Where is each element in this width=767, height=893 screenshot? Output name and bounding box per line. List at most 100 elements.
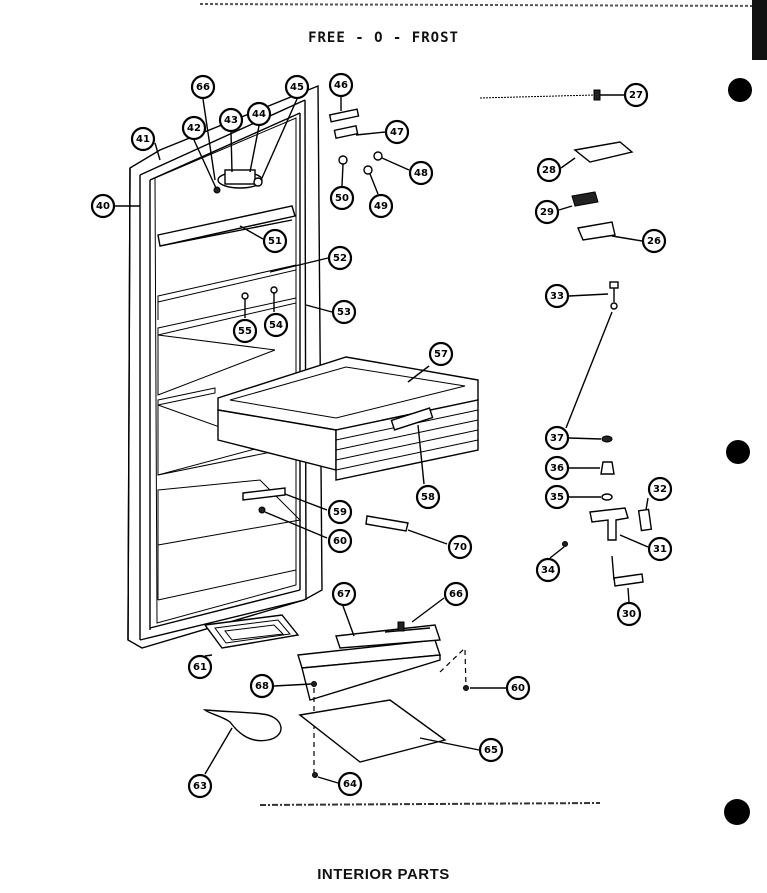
callout-label: 31 — [653, 544, 667, 555]
callout-circle — [544, 425, 570, 451]
callout-label: 53 — [337, 307, 351, 318]
callout-label: 37 — [550, 433, 564, 444]
callout-label: 40 — [96, 201, 110, 212]
callout-27: 27 — [623, 82, 649, 108]
callout-67: 67 — [331, 581, 357, 607]
callout-label: 61 — [193, 662, 207, 673]
registration-dot-3 — [724, 799, 750, 825]
callout-circle — [249, 673, 275, 699]
callout-65: 65 — [478, 737, 504, 763]
scan-noise-top — [199, 3, 767, 7]
callout-circle — [408, 160, 434, 186]
callout-label: 32 — [653, 484, 667, 495]
scan-edge-dark — [752, 0, 767, 60]
callout-58: 58 — [415, 484, 441, 510]
diagram-header-title: FREE - O - FROST — [308, 30, 459, 46]
scan-noise-bottom — [259, 802, 601, 806]
callout-label: 30 — [622, 609, 636, 620]
callout-48: 48 — [408, 160, 434, 186]
callout-60: 60 — [505, 675, 531, 701]
callout-label: 60 — [333, 536, 347, 547]
callout-46: 46 — [328, 72, 354, 98]
registration-dot-1 — [728, 78, 752, 102]
callout-circle — [337, 771, 363, 797]
callout-54: 54 — [263, 312, 289, 338]
callout-circle — [536, 157, 562, 183]
callout-circle — [544, 455, 570, 481]
callout-label: 64 — [343, 779, 357, 790]
cabinet-liner — [127, 84, 328, 649]
callout-label: 50 — [335, 193, 349, 204]
callout-45: 45 — [284, 74, 310, 100]
callout-label: 42 — [187, 123, 201, 134]
callout-61: 61 — [187, 654, 213, 680]
callout-32: 32 — [647, 476, 673, 502]
callout-28: 28 — [536, 157, 562, 183]
callout-label: 28 — [542, 165, 556, 176]
callout-circle — [329, 185, 355, 211]
callout-circle — [428, 341, 454, 367]
callout-circle — [263, 312, 289, 338]
callout-49: 49 — [368, 193, 394, 219]
callout-circle — [327, 499, 353, 525]
callout-circle — [544, 283, 570, 309]
callout-circle — [331, 299, 357, 325]
callout-label: 48 — [414, 168, 428, 179]
callout-circle — [232, 318, 258, 344]
callout-label: 66 — [196, 82, 210, 93]
callout-label: 46 — [334, 80, 348, 91]
callout-label: 52 — [333, 253, 347, 264]
callout-label: 65 — [484, 745, 498, 756]
callout-circle — [535, 557, 561, 583]
callout-44: 44 — [246, 101, 272, 127]
callout-circle — [331, 581, 357, 607]
callout-label: 29 — [540, 207, 554, 218]
top-hinge-parts — [328, 97, 410, 195]
callout-43: 43 — [218, 107, 244, 133]
trim-strip-70 — [365, 515, 409, 532]
callout-59: 59 — [327, 499, 353, 525]
callout-circle — [505, 675, 531, 701]
callout-label: 41 — [136, 134, 150, 145]
callout-circle — [616, 601, 642, 627]
callout-circle — [284, 74, 310, 100]
callout-circle — [443, 581, 469, 607]
callout-label: 60 — [511, 683, 525, 694]
callout-label: 63 — [193, 781, 207, 792]
callout-29: 29 — [534, 199, 560, 225]
callout-label: 35 — [550, 492, 564, 503]
callout-41: 41 — [130, 126, 156, 152]
callout-circle — [190, 74, 216, 100]
callout-26: 26 — [641, 228, 667, 254]
callout-60: 60 — [327, 528, 353, 554]
callout-circle — [327, 528, 353, 554]
callout-circle — [328, 72, 354, 98]
callout-circle — [647, 536, 673, 562]
callout-47: 47 — [384, 119, 410, 145]
callout-42: 42 — [181, 115, 207, 141]
callout-51: 51 — [262, 228, 288, 254]
callout-circle — [478, 737, 504, 763]
registration-dot-2 — [726, 440, 750, 464]
callout-30: 30 — [616, 601, 642, 627]
callout-label: 59 — [333, 507, 347, 518]
callout-circle — [384, 119, 410, 145]
callout-52: 52 — [327, 245, 353, 271]
callout-circle — [534, 199, 560, 225]
callout-33: 33 — [544, 283, 570, 309]
callout-63: 63 — [187, 773, 213, 799]
callout-35: 35 — [544, 484, 570, 510]
callout-label: 55 — [238, 326, 252, 337]
callout-circle — [327, 245, 353, 271]
callout-66: 66 — [190, 74, 216, 100]
callout-circle — [262, 228, 288, 254]
callout-53: 53 — [331, 299, 357, 325]
callout-label: 33 — [550, 291, 564, 302]
callout-68: 68 — [249, 673, 275, 699]
crisper-drawer — [217, 356, 479, 485]
door-hinge-parts — [479, 89, 653, 603]
callout-label: 58 — [421, 492, 435, 503]
callout-31: 31 — [647, 536, 673, 562]
